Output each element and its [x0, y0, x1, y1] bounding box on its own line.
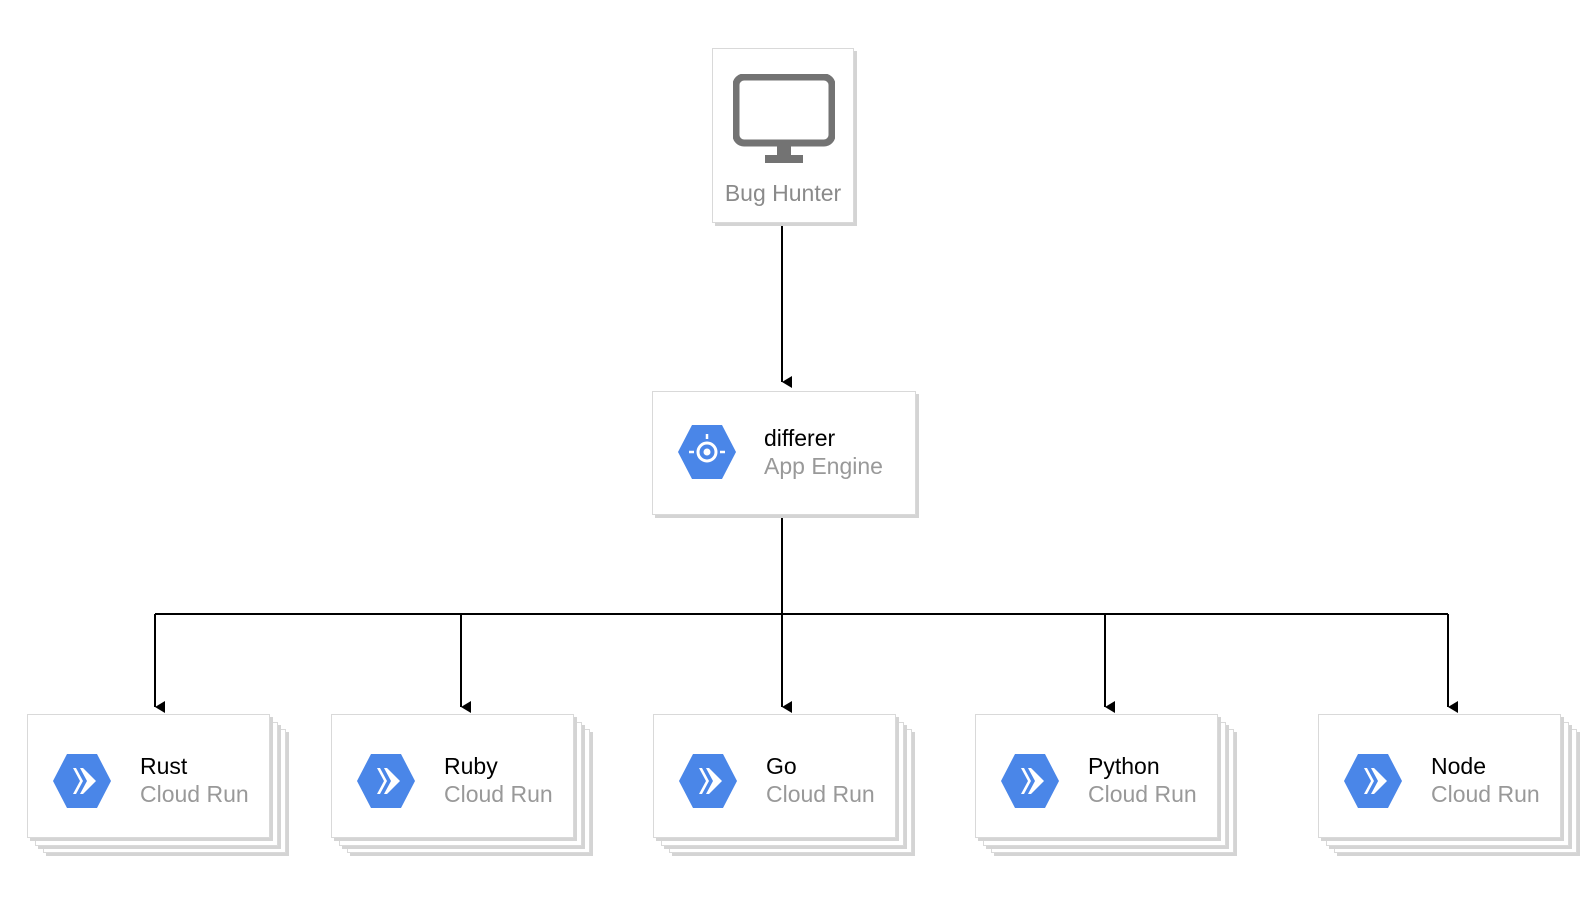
differer-name: differer: [764, 425, 836, 451]
differer-node[interactable]: differer App Engine: [652, 391, 916, 515]
runner-service: Cloud Run: [1088, 781, 1197, 807]
cloud-run-icon: [1001, 754, 1059, 808]
client-node[interactable]: Bug Hunter: [712, 48, 854, 223]
app-engine-icon: [678, 425, 736, 479]
runner-service: Cloud Run: [140, 781, 249, 807]
client-label: Bug Hunter: [724, 180, 842, 206]
runner-name: Python: [1088, 753, 1160, 779]
runner-service: Cloud Run: [766, 781, 875, 807]
cloud-run-icon: [53, 754, 111, 808]
runner-name: Node: [1431, 753, 1486, 779]
runner-name: Go: [766, 753, 797, 779]
runner-name: Ruby: [444, 753, 498, 779]
runner-service: Cloud Run: [1431, 781, 1540, 807]
runner-name: Rust: [140, 753, 188, 779]
cloud-run-icon: [1344, 754, 1402, 808]
runner-service: Cloud Run: [444, 781, 553, 807]
differer-service: App Engine: [764, 453, 883, 479]
cloud-run-icon: [357, 754, 415, 808]
cloud-run-icon: [679, 754, 737, 808]
monitor-icon: [733, 74, 835, 163]
